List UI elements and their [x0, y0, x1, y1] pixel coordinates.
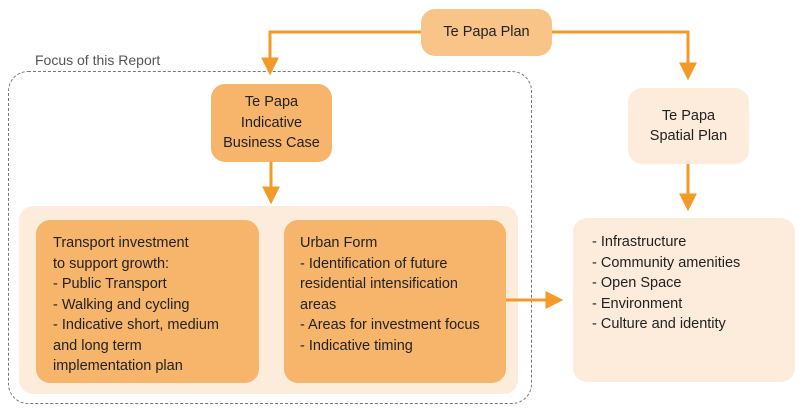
text-line: Indicative: [240, 114, 303, 131]
text-line: - Community amenities: [592, 254, 741, 271]
node-transport-investment: Transport investment to support growth: - …: [36, 220, 259, 383]
text-line: - Indicative short, medium: [53, 317, 220, 333]
text-line: - Walking and cycling: [53, 296, 190, 313]
arrow-plan-to-spatial-plan: [552, 30, 697, 81]
text-line: implementation plan: [53, 358, 183, 374]
arrow-plan-to-business-case: [261, 30, 421, 76]
node-spatial-outcomes: - Infrastructure - Community amenities - O…: [573, 218, 795, 382]
focus-region-label: Focus of this Report: [35, 52, 161, 68]
text-line: - Culture and identity: [592, 316, 726, 332]
text-line: Business Case: [223, 135, 320, 152]
node-spatial-outcomes-text: - Infrastructure - Community amenities - O…: [592, 232, 795, 335]
node-te-papa-plan-text: Te Papa Plan: [443, 22, 529, 43]
text-line: and long term: [53, 337, 142, 354]
node-urban-form: Urban Form - Identification of future resi…: [284, 220, 506, 383]
text-line: - Infrastructure: [592, 234, 687, 250]
text-line: areas: [300, 296, 337, 313]
text-line: - Public Transport: [53, 276, 167, 292]
text-line: residential intensification: [300, 276, 458, 292]
text-line: Te Papa Plan: [443, 24, 530, 41]
node-urban-form-text: Urban Form - Identification of future resi…: [300, 233, 506, 356]
text-line: - Environment: [592, 295, 683, 312]
node-te-papa-plan: Te Papa Plan: [421, 9, 552, 56]
text-line: to support growth:: [53, 255, 170, 272]
node-transport-investment-text: Transport investment to support growth: - …: [53, 233, 259, 377]
text-line: - Identification of future: [300, 255, 448, 272]
text-line: Te Papa: [244, 94, 299, 111]
text-line: - Open Space: [592, 275, 682, 291]
text-line: Transport investment: [53, 235, 189, 251]
text-line: Urban Form: [300, 235, 378, 251]
text-line: Spatial Plan: [649, 128, 728, 144]
text-line: - Areas for investment focus: [300, 317, 480, 333]
text-line: - Indicative timing: [300, 337, 413, 354]
text-line: Te Papa: [661, 107, 716, 124]
